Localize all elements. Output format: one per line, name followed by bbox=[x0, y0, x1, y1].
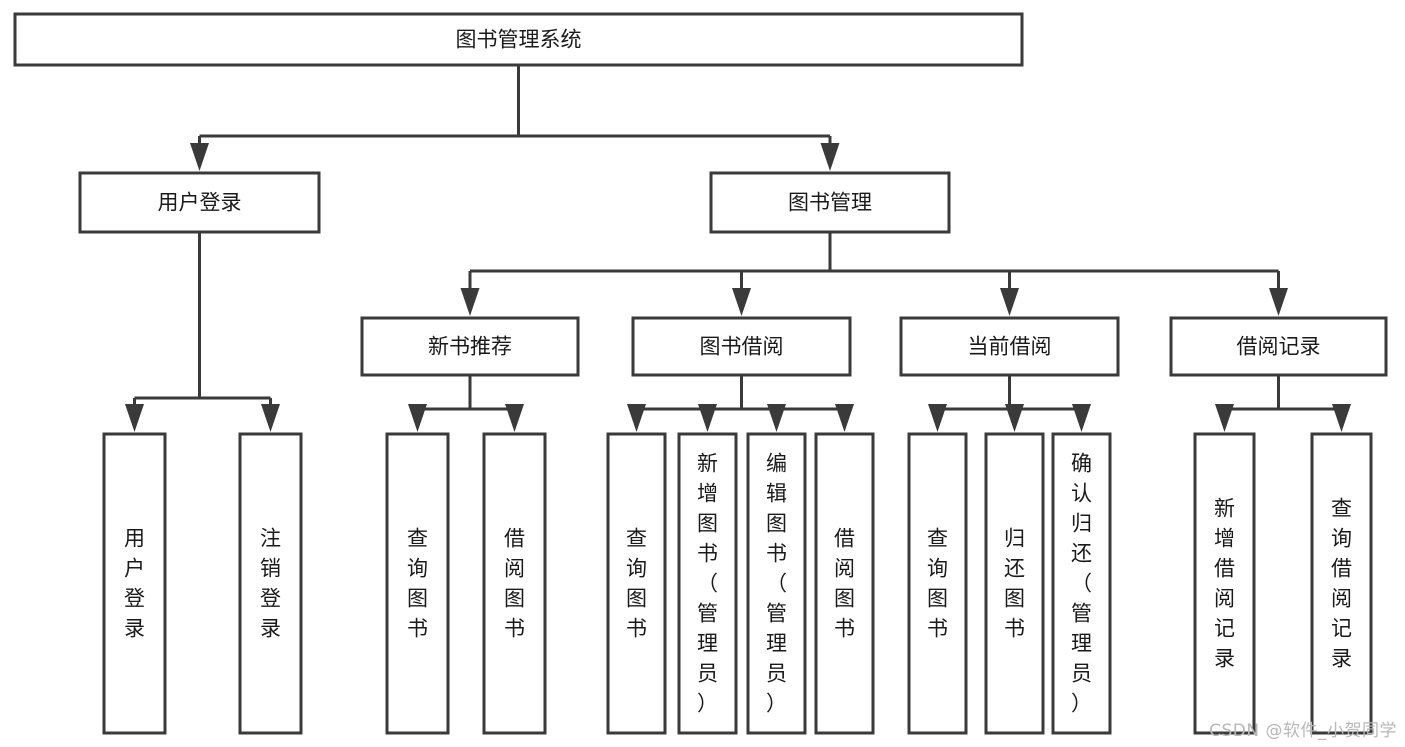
node-box-leaf-user-logout[interactable] bbox=[238, 432, 303, 735]
arrow-head-icon bbox=[125, 404, 144, 432]
node-box-leaf-cur-return[interactable] bbox=[984, 432, 1045, 735]
arrow-head-icon bbox=[460, 288, 480, 316]
connector-group-records bbox=[1215, 375, 1351, 432]
connector-group-newbook bbox=[408, 375, 524, 432]
node-label-leaf-cur-query: 查询图书 bbox=[927, 527, 948, 641]
node-records[interactable]: 借阅记录 bbox=[1169, 316, 1388, 377]
node-leaf-borrow-edit[interactable]: 编辑图书（管理员） bbox=[746, 432, 807, 735]
node-label-login: 用户登录 bbox=[158, 191, 242, 215]
node-label-root: 图书管理系统 bbox=[456, 28, 582, 52]
node-box-leaf-new-borrow[interactable] bbox=[482, 432, 547, 735]
node-label-leaf-user-login: 用户登录 bbox=[124, 527, 145, 641]
node-label-leaf-rec-query: 查询借阅记录 bbox=[1331, 497, 1352, 671]
node-layer: 图书管理系统用户登录图书管理新书推荐图书借阅当前借阅借阅记录用户登录注销登录查询… bbox=[13, 12, 1388, 735]
arrow-head-icon bbox=[767, 404, 786, 432]
arrow-head-icon bbox=[1215, 404, 1234, 432]
node-leaf-borrow-add[interactable]: 新增图书（管理员） bbox=[677, 432, 738, 735]
node-label-records: 借阅记录 bbox=[1237, 335, 1321, 359]
node-leaf-borrow-do[interactable]: 借阅图书 bbox=[814, 432, 875, 735]
node-box-login[interactable] bbox=[78, 171, 321, 234]
arrow-head-icon bbox=[627, 404, 646, 432]
arrow-head-icon bbox=[820, 143, 840, 171]
node-label-leaf-borrow-do: 借阅图书 bbox=[834, 527, 855, 641]
node-label-newbook: 新书推荐 bbox=[428, 335, 512, 359]
node-leaf-user-logout[interactable]: 注销登录 bbox=[238, 432, 303, 735]
node-label-leaf-cur-return: 归还图书 bbox=[1004, 527, 1025, 641]
node-label-leaf-new-borrow: 借阅图书 bbox=[504, 527, 525, 641]
arrow-head-icon bbox=[1332, 404, 1351, 432]
node-box-leaf-rec-add[interactable] bbox=[1193, 432, 1256, 735]
arrow-head-icon bbox=[190, 143, 209, 171]
node-bookmgmt[interactable]: 图书管理 bbox=[709, 171, 951, 234]
arrow-head-icon bbox=[1000, 288, 1019, 316]
arrow-head-icon bbox=[1005, 404, 1024, 432]
node-box-current[interactable] bbox=[899, 316, 1120, 377]
connector-layer bbox=[125, 65, 1351, 432]
arrow-head-icon bbox=[698, 404, 717, 432]
node-login[interactable]: 用户登录 bbox=[78, 171, 321, 234]
node-current[interactable]: 当前借阅 bbox=[899, 316, 1120, 377]
node-label-leaf-new-query: 查询图书 bbox=[407, 527, 428, 641]
node-label-leaf-borrow-query: 查询图书 bbox=[626, 527, 647, 641]
arrow-head-icon bbox=[732, 288, 751, 316]
node-box-leaf-rec-query[interactable] bbox=[1310, 432, 1373, 735]
node-leaf-cur-return[interactable]: 归还图书 bbox=[984, 432, 1045, 735]
node-leaf-rec-query[interactable]: 查询借阅记录 bbox=[1310, 432, 1373, 735]
node-box-leaf-user-login[interactable] bbox=[102, 432, 167, 735]
node-newbook[interactable]: 新书推荐 bbox=[360, 316, 580, 377]
connector-group-root bbox=[190, 65, 840, 171]
arrow-head-icon bbox=[835, 404, 854, 432]
node-box-newbook[interactable] bbox=[360, 316, 580, 377]
node-label-leaf-cur-confirm: 确认归还（管理员） bbox=[1071, 452, 1092, 716]
node-box-leaf-borrow-edit[interactable] bbox=[746, 432, 807, 735]
connector-group-bookmgmt bbox=[460, 232, 1288, 316]
node-label-leaf-borrow-add: 新增图书（管理员） bbox=[697, 452, 718, 716]
arrow-head-icon bbox=[505, 404, 524, 432]
node-box-records[interactable] bbox=[1169, 316, 1388, 377]
node-box-bookmgmt[interactable] bbox=[709, 171, 951, 234]
node-leaf-user-login[interactable]: 用户登录 bbox=[102, 432, 167, 735]
node-leaf-borrow-query[interactable]: 查询图书 bbox=[606, 432, 667, 735]
node-box-leaf-borrow-add[interactable] bbox=[677, 432, 738, 735]
node-root[interactable]: 图书管理系统 bbox=[13, 12, 1024, 67]
node-label-current: 当前借阅 bbox=[968, 335, 1052, 359]
node-box-leaf-new-query[interactable] bbox=[385, 432, 450, 735]
node-borrow[interactable]: 图书借阅 bbox=[631, 316, 852, 377]
node-leaf-cur-confirm[interactable]: 确认归还（管理员） bbox=[1051, 432, 1112, 735]
arrow-head-icon bbox=[408, 404, 427, 432]
node-leaf-new-query[interactable]: 查询图书 bbox=[385, 432, 450, 735]
node-box-leaf-borrow-do[interactable] bbox=[814, 432, 875, 735]
connector-group-login bbox=[125, 232, 280, 432]
arrow-head-icon bbox=[1269, 288, 1288, 316]
node-box-leaf-borrow-query[interactable] bbox=[606, 432, 667, 735]
node-label-leaf-rec-add: 新增借阅记录 bbox=[1214, 497, 1235, 671]
connector-group-current bbox=[928, 375, 1091, 432]
node-label-bookmgmt: 图书管理 bbox=[788, 191, 872, 215]
connector-group-borrow bbox=[627, 375, 854, 432]
node-leaf-rec-add[interactable]: 新增借阅记录 bbox=[1193, 432, 1256, 735]
arrow-head-icon bbox=[261, 404, 280, 432]
node-box-leaf-cur-query[interactable] bbox=[907, 432, 968, 735]
arrow-head-icon bbox=[928, 404, 947, 432]
node-box-borrow[interactable] bbox=[631, 316, 852, 377]
node-label-leaf-user-logout: 注销登录 bbox=[260, 527, 281, 641]
node-label-leaf-borrow-edit: 编辑图书（管理员） bbox=[766, 452, 787, 716]
node-leaf-cur-query[interactable]: 查询图书 bbox=[907, 432, 968, 735]
arrow-head-icon bbox=[1072, 404, 1091, 432]
node-box-leaf-cur-confirm[interactable] bbox=[1051, 432, 1112, 735]
node-box-root[interactable] bbox=[13, 12, 1024, 67]
node-leaf-new-borrow[interactable]: 借阅图书 bbox=[482, 432, 547, 735]
node-label-borrow: 图书借阅 bbox=[700, 335, 784, 359]
